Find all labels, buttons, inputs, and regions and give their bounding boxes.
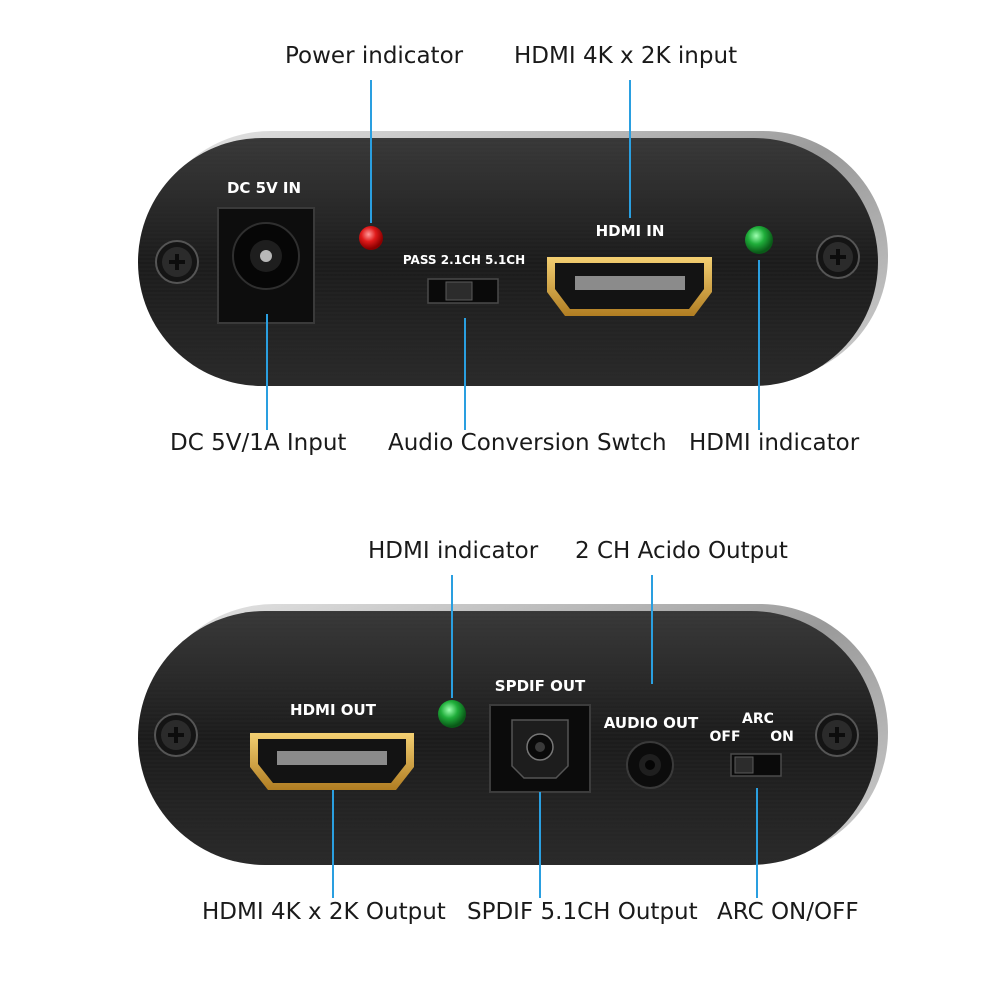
- hdmi-output-led: [438, 700, 466, 728]
- callout-lines: [266, 80, 760, 898]
- power-led: [359, 226, 383, 250]
- hdmi-in-label: HDMI IN: [596, 222, 665, 240]
- spdif-out-label: SPDIF OUT: [495, 677, 586, 695]
- audio-conversion-switch[interactable]: [427, 278, 499, 304]
- screw-icon: [154, 713, 198, 757]
- hdmi-in-port: [547, 257, 712, 316]
- audio-switch-label: PASS 2.1CH 5.1CH: [403, 253, 525, 267]
- arc-on-label: ON: [770, 729, 794, 745]
- audio-out-jack: [626, 741, 674, 789]
- screw-icon: [155, 240, 199, 284]
- callout-dc-input: DC 5V/1A Input: [170, 430, 347, 456]
- audio-out-label: AUDIO OUT: [604, 714, 699, 732]
- callout-hdmi-output: HDMI 4K x 2K Output: [202, 899, 446, 925]
- screw-icon: [815, 713, 859, 757]
- hdmi-out-label: HDMI OUT: [290, 701, 377, 719]
- spdif-optical-port: [489, 704, 591, 793]
- arc-off-label: OFF: [709, 729, 740, 745]
- callout-audio-output: 2 CH Acido Output: [575, 538, 788, 564]
- callout-power-indicator: Power indicator: [285, 43, 464, 69]
- hdmi-out-port: [250, 733, 414, 790]
- dc-power-jack: [217, 207, 315, 324]
- dc-in-label: DC 5V IN: [227, 179, 301, 197]
- bottom-device: HDMI OUT SPDIF OUT AUDIO OUT ARC OFF ON: [138, 604, 888, 865]
- arc-label: ARC: [742, 711, 774, 727]
- arc-switch[interactable]: [730, 753, 782, 777]
- hdmi-input-led: [745, 226, 773, 254]
- callout-hdmi-input: HDMI 4K x 2K input: [514, 43, 738, 69]
- screw-icon: [816, 235, 860, 279]
- callout-hdmi-indicator-top: HDMI indicator: [689, 430, 860, 456]
- callout-spdif-output: SPDIF 5.1CH Output: [467, 899, 698, 925]
- callout-audio-switch: Audio Conversion Swtch: [388, 430, 667, 456]
- top-device: DC 5V IN PASS 2.1CH 5.1CH HDMI IN: [138, 131, 888, 386]
- callout-arc-onoff: ARC ON/OFF: [717, 899, 859, 925]
- callout-hdmi-indicator-bottom: HDMI indicator: [368, 538, 539, 564]
